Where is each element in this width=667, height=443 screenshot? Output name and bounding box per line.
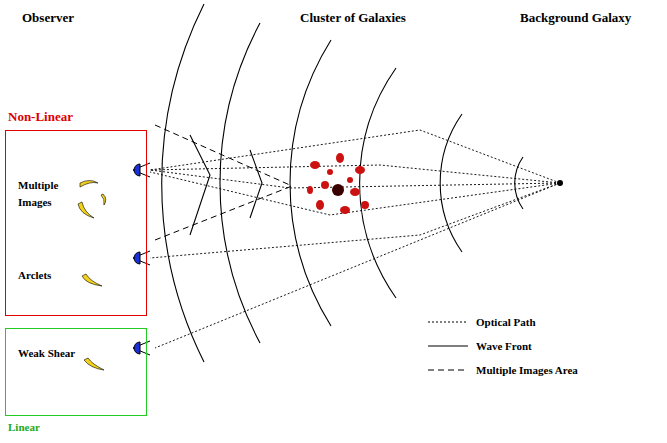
regime-box: Weak ShearLinear (5, 328, 147, 416)
legend-line-sample (428, 317, 468, 327)
column-heading: Observer (22, 10, 74, 26)
legend-text: Optical Path (476, 316, 536, 328)
lensed-images (78, 181, 106, 371)
regime-heading: Linear (8, 421, 40, 433)
image-type-label: Multiple Images (18, 177, 74, 210)
image-type-label: Weak Shear (18, 347, 75, 359)
regime-box: Non-LinearMultiple ImagesArclets (5, 130, 147, 316)
image-type-label: Arclets (18, 269, 51, 281)
legend-row: Optical Path (428, 316, 536, 328)
regime-heading: Non-Linear (8, 109, 73, 125)
wave-fronts (162, 4, 523, 362)
legend-row: Wave Front (428, 340, 532, 352)
column-heading: Cluster of Galaxies (300, 10, 406, 26)
column-heading: Background Galaxy (520, 10, 631, 26)
multiple-images-area (155, 125, 292, 240)
optical-paths (150, 130, 560, 348)
galaxy-cluster (307, 153, 563, 214)
observer-eyes (133, 163, 150, 355)
legend-line-sample (428, 341, 468, 351)
legend-text: Wave Front (476, 340, 532, 352)
legend-text: Multiple Images Area (476, 364, 578, 376)
legend-row: Multiple Images Area (428, 364, 578, 376)
legend-line-sample (428, 365, 468, 375)
